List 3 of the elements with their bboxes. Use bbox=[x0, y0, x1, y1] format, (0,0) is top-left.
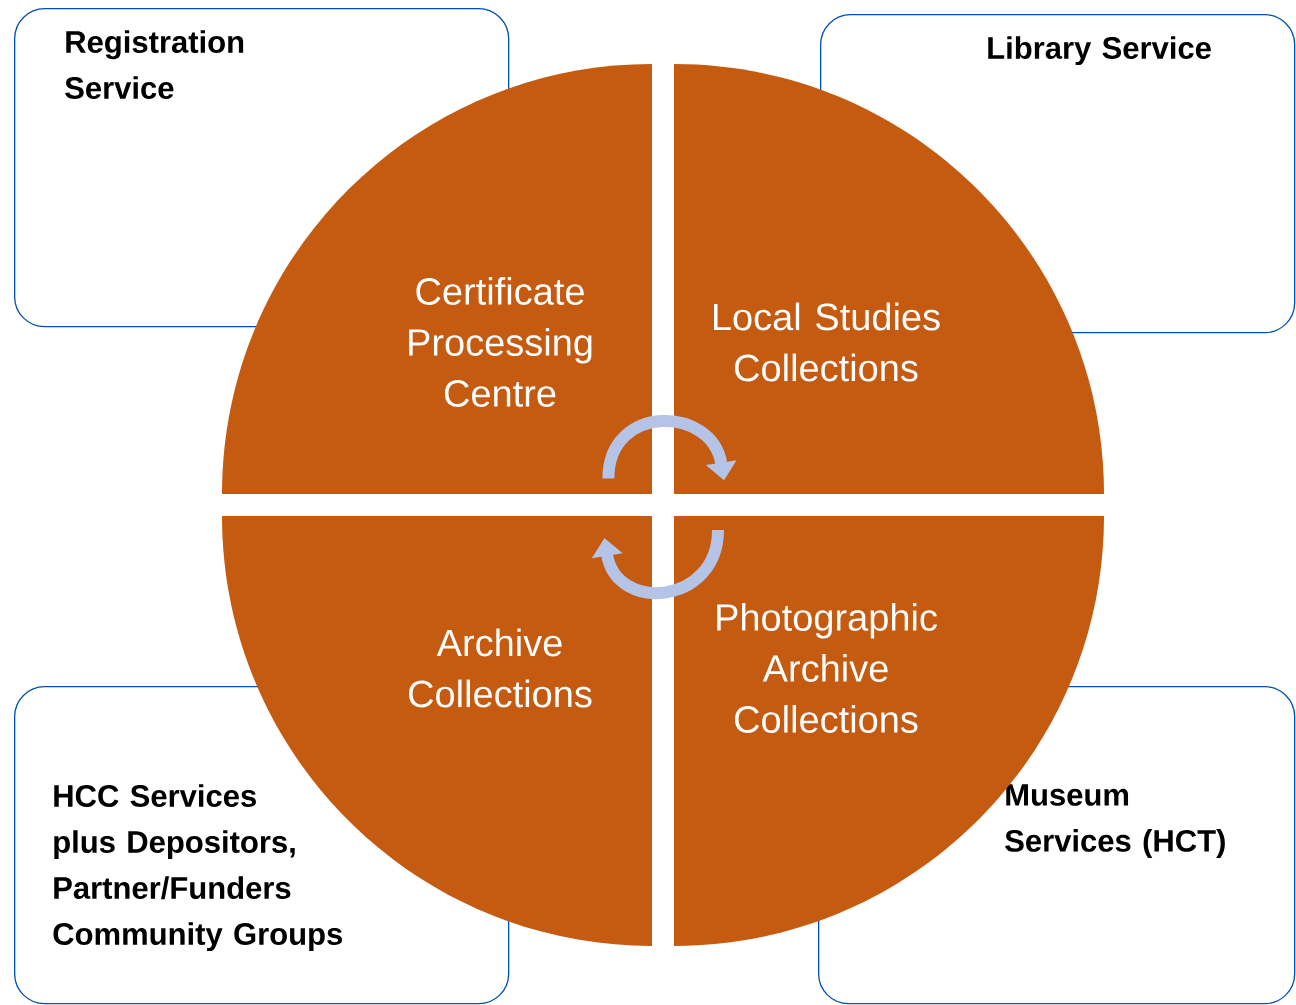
quarter-sector: Certificate Processing Centre bbox=[222, 64, 652, 494]
curved-arrow bbox=[591, 529, 724, 599]
quarter-sector: Local Studies Collections bbox=[674, 64, 1104, 494]
